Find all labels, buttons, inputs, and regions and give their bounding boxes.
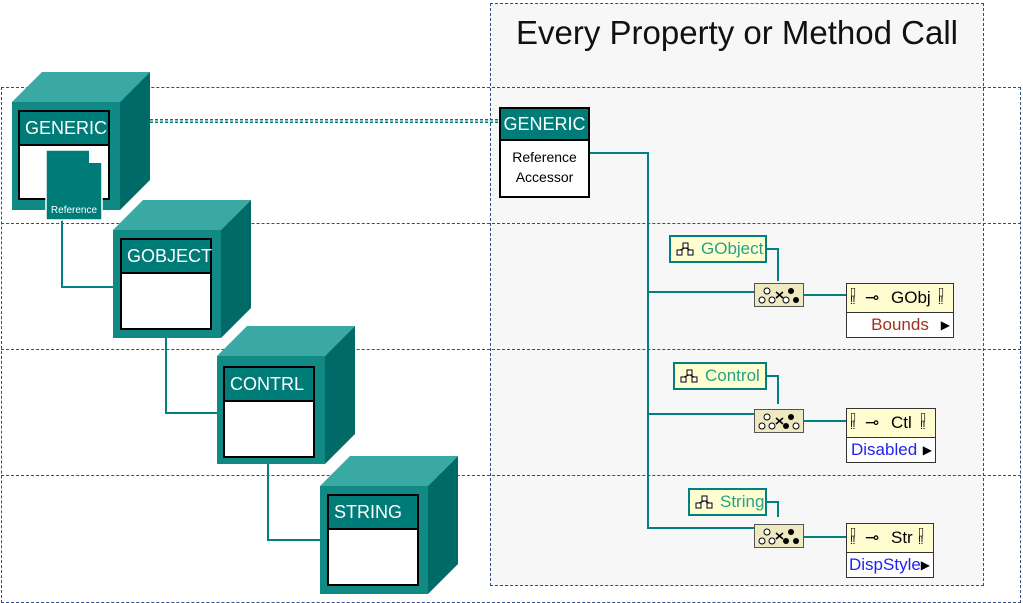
class-constant: String bbox=[688, 488, 767, 516]
arrow-right-icon: ▶ bbox=[922, 443, 932, 457]
reference-label: Reference bbox=[50, 205, 98, 216]
class-label: STRING bbox=[329, 496, 417, 530]
class-box: STRING bbox=[327, 494, 419, 586]
doc-icon: ▯‼ bbox=[850, 411, 857, 432]
row-divider bbox=[1, 349, 1021, 350]
class-label: GENERIC bbox=[20, 112, 108, 146]
doc-icon: ▯‼ bbox=[850, 286, 857, 307]
property-node-class: Ctl bbox=[891, 413, 912, 432]
class-constant-label: Control bbox=[705, 366, 760, 385]
reference-accessor: GENERIC Reference Accessor bbox=[499, 107, 590, 198]
converter-icon bbox=[758, 413, 800, 430]
class-constant: Control bbox=[673, 362, 767, 390]
doc-icon: ▯‼ bbox=[850, 526, 857, 547]
class-hierarchy-icon bbox=[680, 369, 698, 383]
class-constant-label: GObject bbox=[701, 239, 764, 258]
arrow-right-icon: ▶ bbox=[940, 318, 950, 332]
property-name: Bounds bbox=[871, 315, 929, 334]
class-label: CONTRL bbox=[225, 368, 313, 402]
class-constant-label: String bbox=[720, 492, 765, 511]
reference-file-icon: Reference bbox=[45, 149, 103, 221]
row-divider bbox=[1, 223, 1021, 224]
property-node: ▯‼ ⊸ Str ▯‼ DispStyle ▶ bbox=[846, 523, 934, 578]
property-node-class: Str bbox=[891, 528, 913, 547]
class-control: CONTRL bbox=[217, 326, 357, 466]
panel-title: Every Property or Method Call bbox=[515, 14, 958, 51]
property-arrow-icon: ⊸ bbox=[865, 528, 880, 547]
row-divider bbox=[1, 475, 1021, 476]
more-specific-converter bbox=[754, 283, 804, 307]
property-node: ▯‼ ⊸ Ctl ▯‼ Disabled ▶ bbox=[846, 408, 936, 463]
property-arrow-icon: ⊸ bbox=[865, 413, 880, 432]
class-label: GOBJECT bbox=[122, 240, 212, 274]
more-specific-converter bbox=[754, 409, 804, 433]
accessor-line2: Accessor bbox=[515, 169, 574, 185]
property-name: Disabled bbox=[851, 440, 918, 459]
property-arrow-icon: ⊸ bbox=[865, 288, 880, 307]
property-node: ▯‼ ⊸ GObj ▯‼ Bounds ▶ bbox=[846, 283, 954, 338]
class-gobject: GOBJECT bbox=[113, 200, 253, 340]
converter-icon bbox=[758, 287, 799, 304]
accessor-header: GENERIC bbox=[501, 109, 588, 141]
converter-icon bbox=[758, 528, 799, 545]
accessor-line1: Reference bbox=[512, 149, 577, 165]
class-string: STRING bbox=[320, 456, 460, 596]
property-name: DispStyle bbox=[849, 555, 921, 574]
class-hierarchy-icon bbox=[695, 495, 713, 509]
arrow-right-icon: ▶ bbox=[920, 558, 930, 572]
property-node-class: GObj bbox=[891, 288, 931, 307]
doc-icon: ▯‼ bbox=[938, 286, 945, 307]
class-box: CONTRL bbox=[223, 366, 315, 458]
doc-icon: ▯‼ bbox=[920, 411, 927, 432]
doc-icon: ▯‼ bbox=[918, 526, 925, 547]
class-constant: GObject bbox=[669, 235, 767, 263]
class-hierarchy-icon bbox=[676, 242, 694, 256]
class-box: GOBJECT bbox=[120, 238, 212, 330]
more-specific-converter bbox=[754, 524, 804, 548]
class-generic: GENERIC Reference bbox=[12, 72, 152, 221]
